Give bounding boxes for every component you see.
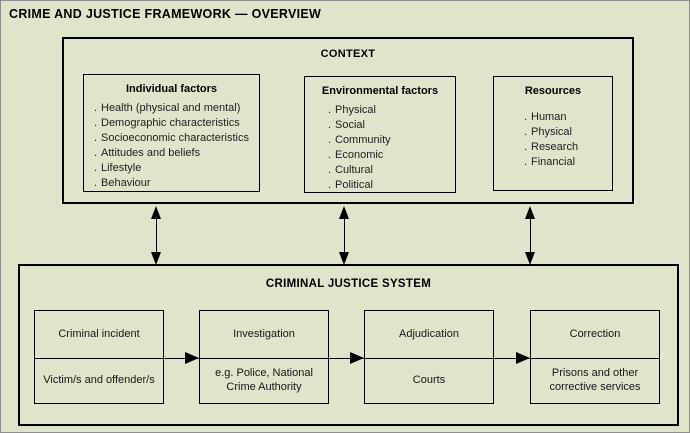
resources-box: Resources .Human .Physical .Research .Fi… <box>493 76 613 191</box>
arrow-stem <box>155 210 157 261</box>
list-item: .Financial <box>524 155 612 170</box>
list-item-label: Physical <box>531 126 572 138</box>
criminal-justice-system-title: CRIMINAL JUSTICE SYSTEM <box>265 278 432 290</box>
criminal-justice-system-section: CRIMINAL JUSTICE SYSTEM Criminal inciden… <box>18 264 679 426</box>
bullet-dot: . <box>94 132 98 144</box>
arrow-stem <box>529 210 531 261</box>
list-item-label: Community <box>335 134 391 146</box>
bullet-dot: . <box>524 141 528 153</box>
stage-investigation: Investigation e.g. Police, National Crim… <box>199 310 329 404</box>
stage-label: Adjudication <box>399 327 459 340</box>
stage-criminal-incident: Criminal incident Victim/s and offender/… <box>34 310 164 404</box>
context-section: CONTEXT Individual factors .Health (phys… <box>62 37 634 204</box>
context-section-title: CONTEXT <box>320 48 376 60</box>
bullet-dot: . <box>524 126 528 138</box>
list-item: .Lifestyle <box>94 161 259 176</box>
list-item-label: Social <box>335 119 365 131</box>
bullet-dot: . <box>94 147 98 159</box>
list-item: .Economic <box>328 148 455 163</box>
list-item-label: Physical <box>335 104 376 116</box>
bullet-dot: . <box>328 149 332 161</box>
list-item-label: Demographic characteristics <box>101 117 240 129</box>
bullet-dot: . <box>328 134 332 146</box>
stage-detail: e.g. Police, National Crime Authority <box>215 367 313 393</box>
individual-factors-box: Individual factors .Health (physical and… <box>83 74 260 192</box>
list-item: .Demographic characteristics <box>94 116 259 131</box>
stage-label: Criminal incident <box>58 327 140 340</box>
bullet-dot: . <box>94 117 98 129</box>
bullet-dot: . <box>328 119 332 131</box>
environmental-factors-title: Environmental factors <box>321 85 439 97</box>
arrowhead-right-icon <box>516 351 530 364</box>
list-item: .Cultural <box>328 163 455 178</box>
process-flow-line <box>34 357 659 359</box>
stage-correction: Correction Prisons and other corrective … <box>530 310 660 404</box>
list-item-label: Cultural <box>335 164 373 176</box>
list-item: .Political <box>328 178 455 193</box>
list-item: .Human <box>524 110 612 125</box>
list-item-label: Economic <box>335 149 384 161</box>
list-item: .Socioeconomic characteristics <box>94 131 259 146</box>
list-item-label: Health (physical and mental) <box>101 102 241 114</box>
resources-list: .Human .Physical .Research .Financial <box>494 110 612 170</box>
arrowhead-down-icon <box>151 252 161 265</box>
stage-label: Correction <box>569 327 621 340</box>
bullet-dot: . <box>328 179 332 191</box>
stage-detail: Prisons and other corrective services <box>549 367 641 393</box>
double-arrow-icon <box>525 206 536 265</box>
bullet-dot: . <box>94 177 98 189</box>
list-item-label: Political <box>335 179 373 191</box>
individual-factors-list: .Health (physical and mental) .Demograph… <box>84 101 259 191</box>
bullet-dot: . <box>94 162 98 174</box>
environmental-factors-list: .Physical .Social .Community .Economic .… <box>305 103 455 193</box>
list-item-label: Research <box>531 141 579 153</box>
double-arrow-icon <box>339 206 350 265</box>
arrowhead-right-icon <box>350 351 364 364</box>
list-item: .Health (physical and mental) <box>94 101 259 116</box>
list-item: .Attitudes and beliefs <box>94 146 259 161</box>
list-item: .Community <box>328 133 455 148</box>
bullet-dot: . <box>524 111 528 123</box>
resources-title: Resources <box>524 85 582 97</box>
list-item-label: Attitudes and beliefs <box>101 147 201 159</box>
arrowhead-right-icon <box>185 351 199 364</box>
list-item-label: Financial <box>531 156 576 168</box>
arrowhead-down-icon <box>339 252 349 265</box>
arrowhead-down-icon <box>525 252 535 265</box>
list-item-label: Human <box>531 111 567 123</box>
bullet-dot: . <box>94 102 98 114</box>
list-item: .Social <box>328 118 455 133</box>
bullet-dot: . <box>328 104 332 116</box>
list-item: .Physical <box>328 103 455 118</box>
double-arrow-icon <box>151 206 162 265</box>
stage-detail: Victim/s and offender/s <box>43 374 155 386</box>
bullet-dot: . <box>328 164 332 176</box>
individual-factors-title: Individual factors <box>125 83 218 95</box>
list-item-label: Lifestyle <box>101 162 142 174</box>
list-item-label: Behaviour <box>101 177 151 189</box>
page-title: CRIME AND JUSTICE FRAMEWORK — OVERVIEW <box>9 7 322 21</box>
arrow-stem <box>343 210 345 261</box>
bullet-dot: . <box>524 156 528 168</box>
stage-detail: Courts <box>412 374 446 386</box>
list-item: .Research <box>524 140 612 155</box>
stage-adjudication: Adjudication Courts <box>364 310 494 404</box>
environmental-factors-box: Environmental factors .Physical .Social … <box>304 76 456 193</box>
list-item: .Physical <box>524 125 612 140</box>
list-item: .Behaviour <box>94 176 259 191</box>
list-item-label: Socioeconomic characteristics <box>101 132 249 144</box>
stage-label: Investigation <box>233 327 295 340</box>
